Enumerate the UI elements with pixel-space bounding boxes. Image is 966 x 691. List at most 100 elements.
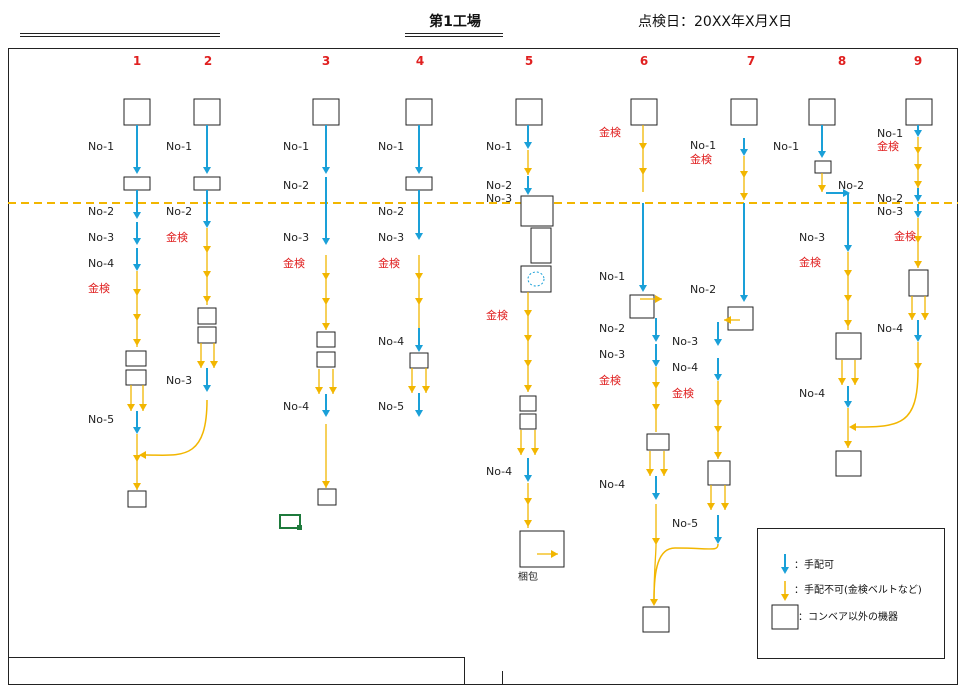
- yellow-arrowhead: [531, 448, 539, 455]
- footer-box: [8, 657, 465, 685]
- legend-label-non-conveyor: ：コンベア以外の機器: [798, 612, 898, 623]
- legend-label-arrangeable: ：手配可: [794, 560, 834, 571]
- yellow-arrowhead: [921, 313, 929, 320]
- green-selection-marker: [279, 514, 301, 529]
- blue-arrowhead: [652, 360, 660, 367]
- label-no1: No-1: [378, 140, 404, 153]
- dashed-ring-icon: [527, 271, 545, 287]
- yellow-arrowhead: [315, 387, 323, 394]
- yellow-arrowhead: [652, 538, 660, 545]
- blue-arrowhead: [639, 285, 647, 292]
- equipment-box: [908, 269, 929, 297]
- label-no1: No-1: [773, 140, 799, 153]
- legend-label-not-arrangeable: ：手配不可(金検ベルトなど): [794, 585, 922, 596]
- label-no1: No-1: [599, 270, 625, 283]
- yellow-merge-curve: [653, 543, 719, 601]
- yellow-arrowhead: [908, 313, 916, 320]
- label-no3: No-3: [88, 231, 114, 244]
- label-no4: No-4: [486, 465, 512, 478]
- label-no4: No-4: [283, 400, 309, 413]
- label-kinken: 金検: [599, 125, 621, 139]
- yellow-arrowhead: [422, 386, 430, 393]
- blue-arrowhead: [914, 130, 922, 137]
- yellow-arrowhead: [914, 236, 922, 243]
- equipment-box: [727, 306, 754, 331]
- equipment-box: [520, 195, 554, 227]
- yellow-arrowhead: [721, 503, 729, 510]
- yellow-arrowhead: [524, 335, 532, 342]
- blue-arrowhead: [415, 345, 423, 352]
- yellow-arrowhead: [203, 296, 211, 303]
- yellow-arrowhead: [203, 271, 211, 278]
- label-kinken: 金検: [672, 386, 694, 400]
- blue-arrowhead: [714, 339, 722, 346]
- equipment-box: [312, 98, 340, 126]
- yellow-arrowhead: [714, 426, 722, 433]
- yellow-arrowhead: [322, 273, 330, 280]
- label-no2: No-2: [166, 205, 192, 218]
- equipment-box: [125, 350, 147, 367]
- yellow-arrowhead: [914, 164, 922, 171]
- equipment-box: [642, 606, 670, 633]
- yellow-arrowhead: [210, 361, 218, 368]
- yellow-arrowhead: [851, 378, 859, 385]
- title-underline: [405, 33, 503, 37]
- yellow-arrowhead: [660, 469, 668, 476]
- legend-yellow-arrowhead: [781, 594, 789, 601]
- blue-arrowhead: [133, 212, 141, 219]
- yellow-arrowhead: [652, 404, 660, 411]
- yellow-arrowhead: [639, 168, 647, 175]
- yellow-arrowhead: [652, 382, 660, 389]
- equipment-box: [193, 98, 221, 126]
- yellow-arrowhead: [818, 185, 826, 192]
- yellow-arrowhead: [517, 448, 525, 455]
- equipment-box: [193, 176, 221, 191]
- yellow-arrowhead: [740, 171, 748, 178]
- yellow-arrowhead: [646, 469, 654, 476]
- label-no3: No-3: [378, 231, 404, 244]
- equipment-box: [409, 352, 429, 369]
- blue-arrowhead: [740, 295, 748, 302]
- yellow-arrowhead: [844, 270, 852, 277]
- legend-box: ：手配可 ：手配不可(金検ベルトなど) ：コンベア以外の機器: [757, 528, 945, 659]
- label-no3: No-3: [877, 205, 903, 218]
- label-no1: No-1: [88, 140, 114, 153]
- yellow-arrowhead: [655, 295, 662, 303]
- blue-arrowhead: [415, 410, 423, 417]
- yellow-arrowhead: [524, 385, 532, 392]
- equipment-box: [123, 176, 151, 191]
- label-kinken: 金検: [486, 308, 508, 322]
- equipment-box: [707, 460, 731, 486]
- label-no2: No-2: [690, 283, 716, 296]
- yellow-arrowhead: [844, 441, 852, 448]
- column-number-9: 9: [914, 54, 922, 68]
- column-number-5: 5: [525, 54, 533, 68]
- footer-divider: [502, 671, 503, 685]
- label-no3: No-3: [672, 335, 698, 348]
- blue-arrowhead: [133, 238, 141, 245]
- label-no2: No-2: [378, 205, 404, 218]
- label-no1: No-1: [486, 140, 512, 153]
- blue-arrowhead: [914, 335, 922, 342]
- page-title: 第1工場: [429, 14, 481, 30]
- equipment-box: [197, 326, 217, 344]
- blue-arrowhead: [133, 264, 141, 271]
- label-no5: No-5: [378, 400, 404, 413]
- label-no4: No-4: [599, 478, 625, 491]
- equipment-box: [835, 332, 862, 360]
- equipment-box: [808, 98, 836, 126]
- inspection-date: 点検日：20XX年X月X日: [638, 14, 793, 30]
- yellow-arrowhead: [650, 599, 658, 606]
- yellow-arrowhead: [524, 168, 532, 175]
- yellow-arrowhead: [639, 143, 647, 150]
- blue-arrowhead: [133, 427, 141, 434]
- blue-arrowhead: [914, 211, 922, 218]
- blue-arrowhead: [843, 189, 850, 197]
- yellow-arrowhead: [838, 378, 846, 385]
- label-kinken: 金検: [283, 256, 305, 270]
- yellow-arrowhead: [914, 147, 922, 154]
- equipment-box: [814, 160, 832, 174]
- yellow-arrowhead: [524, 498, 532, 505]
